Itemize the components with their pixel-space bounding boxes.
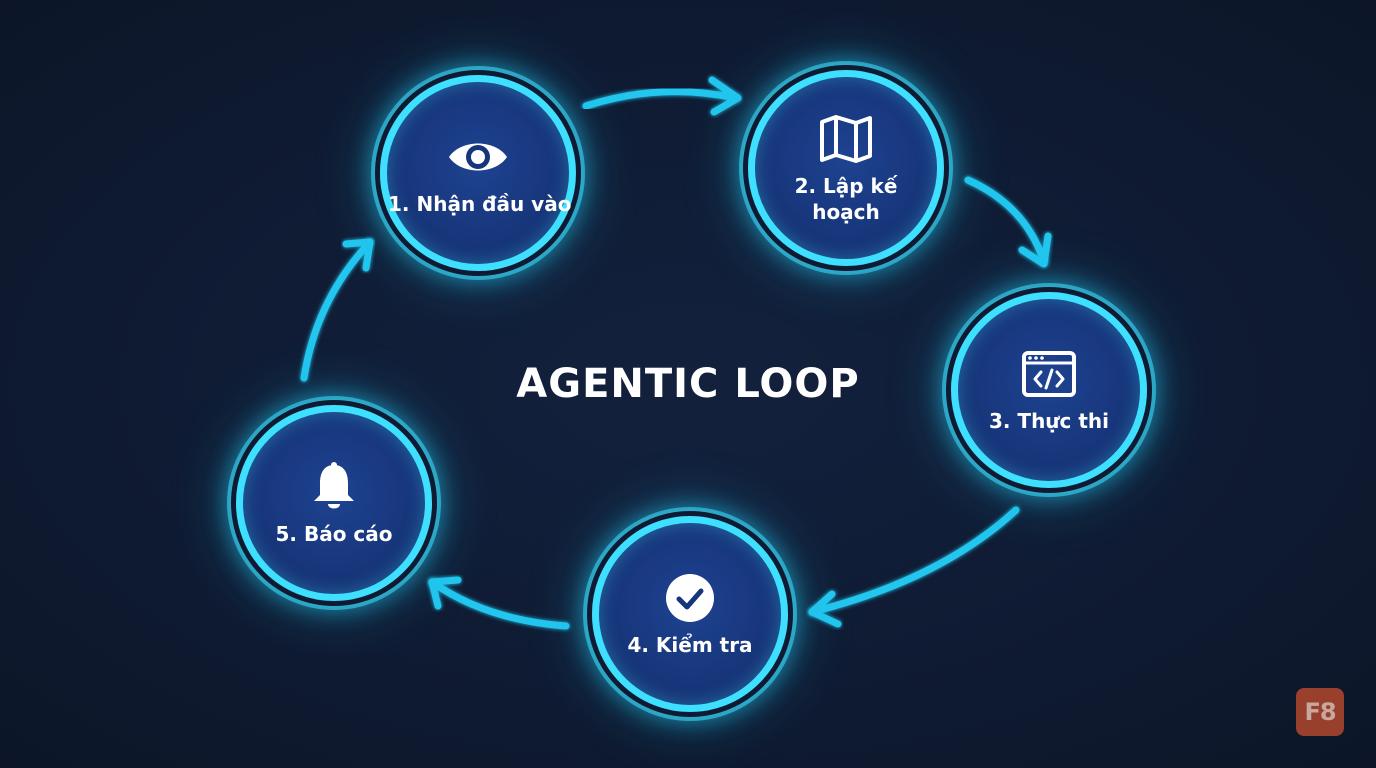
logo-text: F8 (1304, 698, 1336, 726)
bell-icon (302, 459, 366, 515)
arrow-4-to-5 (428, 576, 570, 630)
map-icon (814, 111, 878, 167)
step-node-2: 2. Lập kế hoạch (748, 70, 944, 266)
code-window-icon (1017, 346, 1081, 402)
step-node-4: 4. Kiểm tra (592, 516, 788, 712)
step-label-4: 4. Kiểm tra (627, 633, 753, 657)
step-node-5: 5. Báo cáo (236, 405, 432, 601)
arrow-5-to-1 (300, 238, 374, 382)
step-label-3: 3. Thực thi (988, 409, 1110, 433)
step-label-5: 5. Báo cáo (275, 522, 393, 546)
step-label-2: 2. Lập kế hoạch (794, 174, 898, 224)
diagram-title: AGENTIC LOOP (516, 361, 860, 407)
arrow-2-to-3 (964, 176, 1052, 268)
step-node-1: 1. Nhận đầu vào (380, 75, 576, 271)
step-label-1: 1. Nhận đầu vào (388, 192, 572, 216)
check-circle-icon (658, 570, 722, 626)
f8-logo: F8 (1296, 688, 1344, 736)
arrow-3-to-4 (808, 506, 1020, 628)
step-node-3: 3. Thực thi (951, 292, 1147, 488)
eye-icon (446, 129, 510, 185)
arrow-1-to-2 (582, 76, 742, 116)
